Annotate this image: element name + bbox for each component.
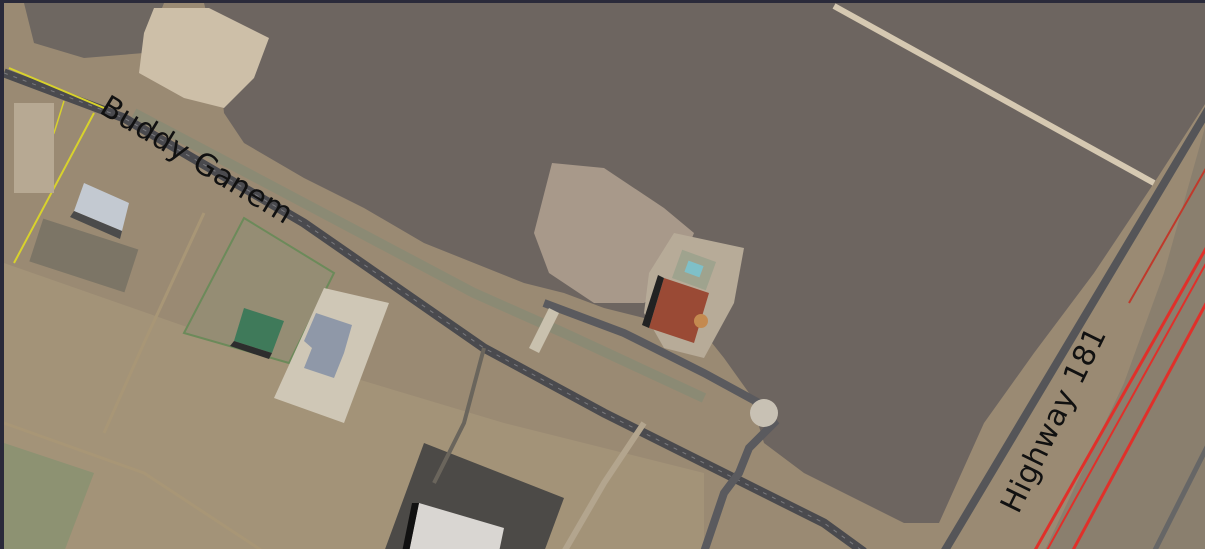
gray-roof-building-center [304, 313, 352, 378]
dry-land-lower [4, 263, 704, 549]
access-road [542, 299, 780, 549]
red-roof-shadow [642, 275, 664, 328]
warehouse-roof [409, 503, 504, 549]
gravel-pad-north [139, 8, 269, 108]
green-field-sw [4, 443, 94, 549]
highway-lane-north [1033, 247, 1205, 549]
green-parcel [182, 216, 336, 365]
highway-corridor [1045, 127, 1205, 549]
highway-lane-gray [1152, 445, 1205, 549]
culvert [529, 308, 559, 353]
red-roof-building [649, 278, 709, 343]
green-roof-shadow [230, 341, 272, 359]
dirt-path-south [4, 421, 263, 549]
highway-frontage-road [941, 106, 1205, 549]
warehouse-shadow [402, 503, 419, 549]
cul-de-sac [750, 399, 778, 427]
parcel-line-north [8, 67, 105, 109]
map-canvas [4, 3, 1205, 549]
green-roof-building [234, 308, 284, 353]
field-track [832, 3, 1156, 186]
gray-roof-shadow-nw [70, 211, 122, 239]
plowed-field-nw [24, 3, 164, 58]
highway-median [1128, 167, 1205, 304]
south-road [432, 347, 486, 484]
left-lot [14, 103, 54, 193]
gray-roof-building-nw [74, 183, 129, 231]
drainage-strip [131, 108, 707, 403]
highway-lane-north-2 [1046, 263, 1205, 549]
dirt-path-west [102, 212, 206, 434]
buddy-ganem-edge [4, 72, 861, 549]
highway-lane-south [1071, 302, 1205, 549]
parking-lot-nw [29, 218, 139, 293]
pool [684, 260, 704, 278]
roof-dome [694, 314, 708, 328]
south-road-east [562, 421, 647, 549]
